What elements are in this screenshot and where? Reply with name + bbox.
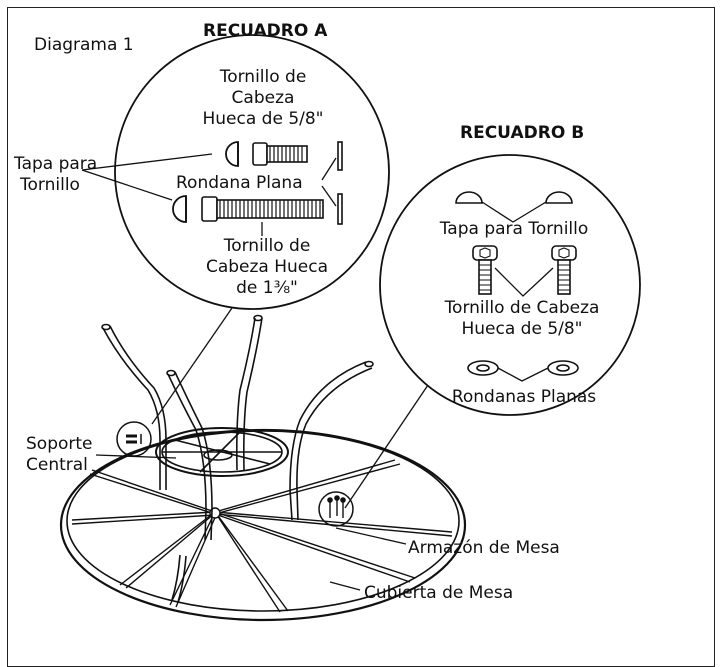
center-support-label: Soporte Central bbox=[26, 434, 93, 475]
detail-circle-right bbox=[318, 491, 354, 527]
inset-b-cap-label: Tapa para Tornillo bbox=[439, 219, 589, 239]
inset-a-bolt-short-label: Tornillo de Cabeza Hueca de 5/8" bbox=[202, 67, 324, 129]
inset-a-cap-bottom bbox=[172, 195, 187, 223]
inset-a-bolt-long-label: Tornillo de Cabeza Hueca de 1⅜" bbox=[205, 236, 329, 298]
table-top bbox=[59, 428, 467, 622]
inset-a-short-bolt bbox=[252, 142, 308, 166]
inset-a-washer-bottom bbox=[337, 193, 343, 225]
inset-b-title: RECUADRO B bbox=[460, 123, 585, 143]
table-legs bbox=[101, 314, 374, 603]
table-frame-label: Armazón de Mesa bbox=[408, 538, 560, 558]
inset-a-cap-top bbox=[225, 141, 239, 167]
inset-b-bolts bbox=[472, 245, 577, 297]
center-support-ring bbox=[155, 427, 289, 477]
inset-a-long-bolt bbox=[201, 196, 324, 222]
inset-b-circle bbox=[344, 154, 641, 509]
inset-b-washers bbox=[467, 360, 579, 382]
inset-a-title: RECUADRO A bbox=[203, 21, 328, 41]
inset-b-bolt-label: Tornillo de Cabeza Hueca de 5/8" bbox=[444, 298, 600, 339]
inset-a-washer-top bbox=[337, 141, 343, 171]
inset-a-cap-label: Tapa para Tornillo bbox=[14, 154, 98, 195]
assembly-illustration bbox=[59, 34, 641, 622]
callout-leaders bbox=[95, 454, 407, 591]
table-frame-spokes bbox=[71, 459, 453, 613]
inset-b-caps bbox=[455, 191, 573, 223]
table-top-label: Cubierta de Mesa bbox=[364, 583, 514, 603]
inset-a-leaders bbox=[81, 153, 337, 236]
inset-a-washer-label: Rondana Plana bbox=[176, 173, 303, 193]
inset-b-washer-label: Rondanas Planas bbox=[451, 387, 597, 407]
inset-a-circle bbox=[114, 34, 390, 425]
diagram-title: Diagrama 1 bbox=[34, 35, 134, 55]
